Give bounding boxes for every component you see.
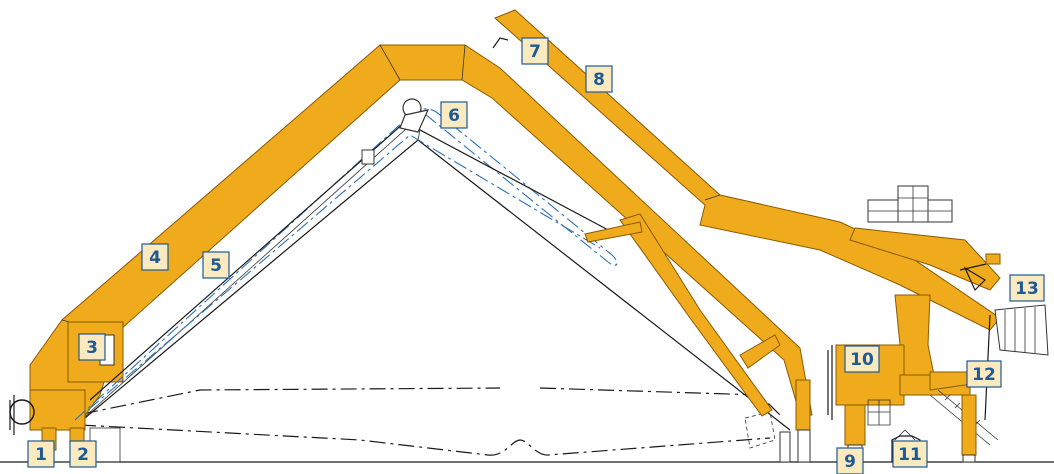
- callout-12-label: 12: [972, 365, 996, 385]
- rope-block: [361, 149, 375, 165]
- discharge-chute: [994, 304, 1049, 356]
- boom-tip-bracket: [492, 37, 509, 49]
- callout-11: 11: [892, 440, 928, 468]
- reclaim-harrow-outline: [79, 387, 781, 456]
- callout-9: 9: [836, 447, 864, 474]
- portal-frame-boom: [29, 44, 813, 426]
- callout-2: 2: [69, 440, 97, 468]
- cylinder-bracket: [963, 266, 986, 292]
- stacker-boom: [494, 9, 1001, 331]
- callout-1-label: 1: [35, 445, 47, 465]
- right-leg-foot: [779, 431, 791, 463]
- chute-grid: [1004, 307, 1036, 353]
- right-leg-base: [797, 429, 811, 463]
- stay-rod: [619, 213, 773, 417]
- boom-joint: [704, 194, 721, 201]
- callout-3: 3: [78, 333, 106, 361]
- top-sheave: [399, 98, 430, 133]
- callout-5-label: 5: [210, 256, 222, 276]
- callout-1: 1: [27, 440, 55, 468]
- stay-arm: [584, 221, 643, 243]
- callout-4: 4: [141, 243, 169, 271]
- counterweight-blocks: [867, 185, 953, 223]
- callout-6-label: 6: [448, 106, 460, 126]
- callout-11-label: 11: [898, 445, 922, 465]
- callout-8: 8: [585, 65, 613, 93]
- callout-3-label: 3: [86, 338, 98, 358]
- slewing-platform: [849, 227, 1001, 291]
- callout-5: 5: [202, 251, 230, 279]
- callout-7: 7: [521, 37, 549, 65]
- callout-12: 12: [966, 360, 1002, 388]
- callout-10-label: 10: [850, 350, 874, 370]
- frame-brace: [739, 334, 781, 369]
- callout-6: 6: [440, 101, 468, 129]
- callout-10: 10: [844, 345, 880, 373]
- callout-13: 13: [1009, 274, 1045, 302]
- callout-4-label: 4: [149, 248, 161, 268]
- right-leg: [795, 379, 811, 431]
- cylinder-head: [985, 253, 1001, 265]
- callout-9-label: 9: [844, 452, 856, 472]
- callout-7-label: 7: [529, 42, 541, 62]
- rail-wheel: [894, 429, 916, 441]
- callout-8-label: 8: [593, 70, 605, 90]
- callout-13-label: 13: [1015, 279, 1039, 299]
- callout-2-label: 2: [77, 445, 89, 465]
